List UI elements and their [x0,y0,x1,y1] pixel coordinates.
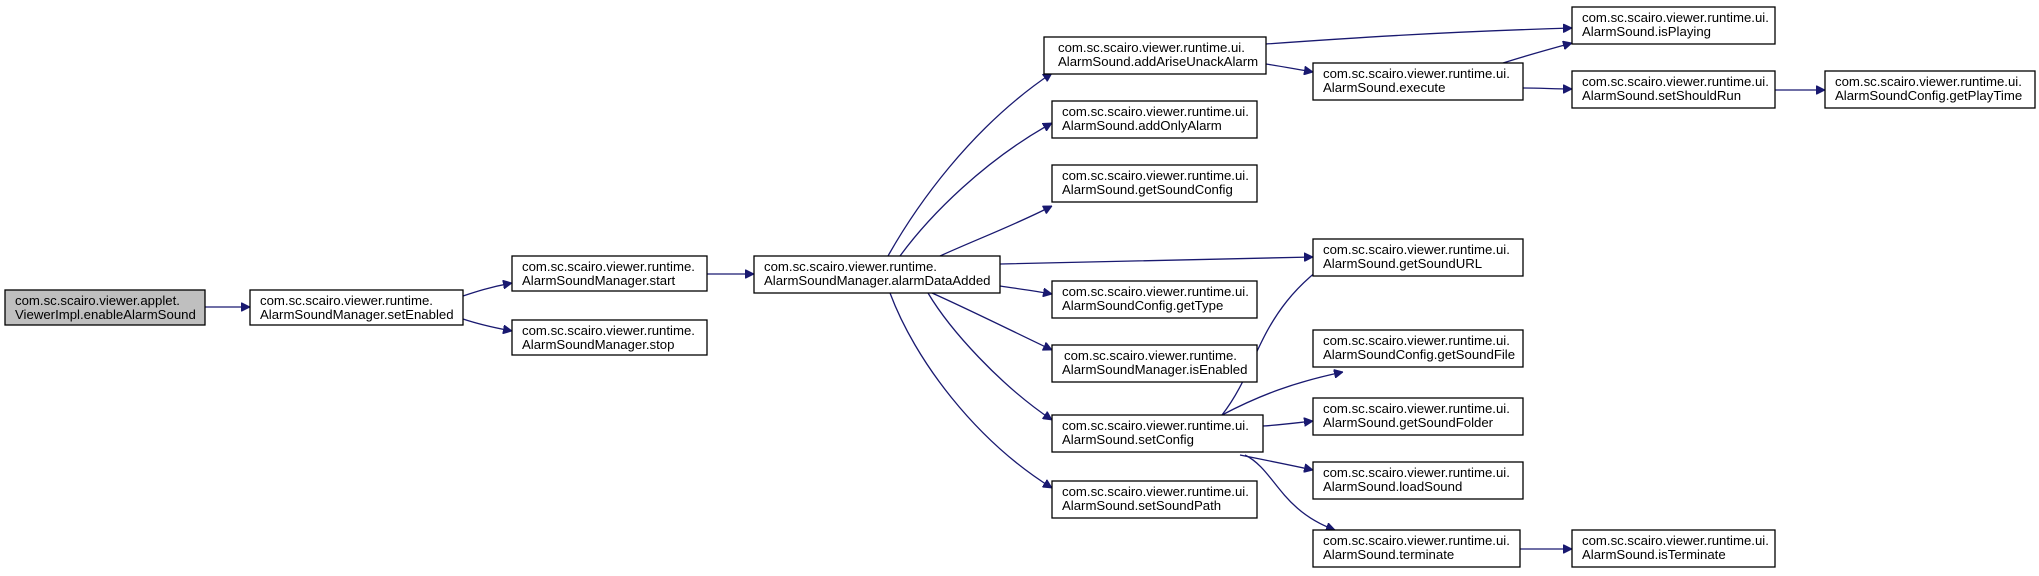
edge-n12-n18 [1502,43,1572,64]
node-get-sound-file[interactable]: com.sc.scairo.viewer.runtime.ui. AlarmSo… [1312,329,1524,368]
edge-n4-n6 [899,122,1052,257]
node-label: ViewerImpl.enableAlarmSound [15,307,196,322]
node-label: AlarmSound.execute [1323,80,1445,95]
node-label: com.sc.scairo.viewer.runtime.ui. [1323,465,1510,480]
node-label: AlarmSound.isPlaying [1582,24,1711,39]
node-label: com.sc.scairo.viewer.runtime.ui. [1323,242,1510,257]
node-set-sound-path[interactable]: com.sc.scairo.viewer.runtime.ui. AlarmSo… [1051,480,1258,519]
node-label: com.sc.scairo.viewer.runtime.ui. [1062,104,1249,119]
node-set-enabled[interactable]: com.sc.scairo.viewer.runtime. AlarmSound… [249,289,464,326]
node-label: AlarmSoundManager.alarmDataAdded [764,273,991,288]
edge-n10-n14 [1221,372,1343,416]
edge-n1-n3 [462,318,512,331]
node-label: com.sc.scairo.viewer.runtime.ui. [1582,74,1769,89]
node-label: com.sc.scairo.viewer.runtime.ui. [1062,284,1249,299]
node-label: AlarmSound.getSoundFolder [1323,415,1494,430]
node-add-only-alarm[interactable]: com.sc.scairo.viewer.runtime.ui. AlarmSo… [1051,100,1258,139]
edge-n5-n12 [1265,63,1313,72]
node-add-arise-unack-alarm[interactable]: com.sc.scairo.viewer.runtime.ui. AlarmSo… [1043,36,1267,75]
node-label: com.sc.scairo.viewer.runtime.ui. [1323,401,1510,416]
node-get-type[interactable]: com.sc.scairo.viewer.runtime.ui. AlarmSo… [1051,280,1258,319]
node-label: AlarmSoundConfig.getSoundFile [1323,347,1515,362]
edge-n10-n17 [1244,454,1335,530]
node-label: com.sc.scairo.viewer.runtime.ui. [1323,533,1510,548]
node-label: com.sc.scairo.viewer.runtime. [260,293,433,308]
node-label: com.sc.scairo.viewer.runtime. [522,259,695,274]
node-label: com.sc.scairo.viewer.runtime.ui. [1582,10,1769,25]
edge-n4-n13 [999,257,1313,265]
node-label: com.sc.scairo.viewer.runtime.ui. [1062,418,1249,433]
node-label: com.sc.scairo.viewer.runtime.ui. [1323,333,1510,348]
node-label: com.sc.scairo.viewer.runtime. [522,323,695,338]
node-label: AlarmSoundManager.start [522,273,676,288]
nodes: com.sc.scairo.viewer.applet. ViewerImpl.… [4,6,2036,568]
edge-n10-n15 [1262,421,1313,427]
node-label: AlarmSoundManager.stop [522,337,674,352]
node-label: AlarmSoundManager.isEnabled [1062,362,1247,377]
edge-n4-n7 [939,205,1052,257]
node-terminate[interactable]: com.sc.scairo.viewer.runtime.ui. AlarmSo… [1312,529,1521,568]
node-label: com.sc.scairo.viewer.runtime.ui. [1323,66,1510,81]
node-label: AlarmSound.getSoundURL [1323,256,1482,271]
node-label: AlarmSound.addAriseUnackAlarm [1058,54,1258,69]
node-label: com.sc.scairo.viewer.applet. [15,293,180,308]
node-get-sound-folder[interactable]: com.sc.scairo.viewer.runtime.ui. AlarmSo… [1312,397,1524,436]
node-stop[interactable]: com.sc.scairo.viewer.runtime. AlarmSound… [511,319,708,356]
node-label: com.sc.scairo.viewer.runtime. [1064,348,1237,363]
node-label: com.sc.scairo.viewer.runtime.ui. [1062,168,1249,183]
edge-n5-n18 [1265,28,1572,45]
node-load-sound[interactable]: com.sc.scairo.viewer.runtime.ui. AlarmSo… [1312,461,1524,500]
node-enable-alarm-sound[interactable]: com.sc.scairo.viewer.applet. ViewerImpl.… [4,289,206,326]
node-label: AlarmSoundConfig.getPlayTime [1835,88,2022,103]
node-label: AlarmSound.terminate [1323,547,1454,562]
node-label: AlarmSound.getSoundConfig [1062,182,1233,197]
edge-n4-n5 [887,73,1052,257]
node-label: AlarmSound.loadSound [1323,479,1462,494]
node-is-terminate[interactable]: com.sc.scairo.viewer.runtime.ui. AlarmSo… [1571,529,1776,568]
node-label: AlarmSoundManager.setEnabled [260,307,454,322]
edges [205,28,1825,549]
node-label: com.sc.scairo.viewer.runtime.ui. [1058,40,1245,55]
edge-n4-n11 [889,292,1052,489]
edge-n4-n10 [927,292,1052,420]
edge-n4-n9 [931,292,1052,350]
node-get-play-time[interactable]: com.sc.scairo.viewer.runtime.ui. AlarmSo… [1824,70,2036,109]
node-get-sound-config[interactable]: com.sc.scairo.viewer.runtime.ui. AlarmSo… [1051,164,1258,203]
node-label: AlarmSound.addOnlyAlarm [1062,118,1222,133]
node-label: AlarmSound.setShouldRun [1582,88,1741,103]
node-alarm-data-added[interactable]: com.sc.scairo.viewer.runtime. AlarmSound… [753,255,1001,294]
node-is-enabled[interactable]: com.sc.scairo.viewer.runtime. AlarmSound… [1051,344,1258,383]
node-start[interactable]: com.sc.scairo.viewer.runtime. AlarmSound… [511,255,708,292]
node-label: com.sc.scairo.viewer.runtime.ui. [1062,484,1249,499]
node-label: com.sc.scairo.viewer.runtime.ui. [1582,533,1769,548]
node-is-playing[interactable]: com.sc.scairo.viewer.runtime.ui. AlarmSo… [1571,6,1776,45]
node-set-config[interactable]: com.sc.scairo.viewer.runtime.ui. AlarmSo… [1051,414,1264,453]
node-set-should-run[interactable]: com.sc.scairo.viewer.runtime.ui. AlarmSo… [1571,70,1776,109]
edge-n1-n2 [462,283,512,297]
node-get-sound-url[interactable]: com.sc.scairo.viewer.runtime.ui. AlarmSo… [1312,238,1524,277]
node-label: AlarmSound.setSoundPath [1062,498,1221,513]
edge-n12-n19 [1522,88,1572,89]
node-label: com.sc.scairo.viewer.runtime. [764,259,937,274]
edge-n10-n16 [1239,454,1313,470]
node-label: com.sc.scairo.viewer.runtime.ui. [1835,74,2022,89]
node-execute[interactable]: com.sc.scairo.viewer.runtime.ui. AlarmSo… [1312,62,1524,101]
node-label: AlarmSound.isTerminate [1582,547,1726,562]
edge-n4-n8 [999,285,1052,294]
node-label: AlarmSound.setConfig [1062,432,1194,447]
node-label: AlarmSoundConfig.getType [1062,298,1223,313]
